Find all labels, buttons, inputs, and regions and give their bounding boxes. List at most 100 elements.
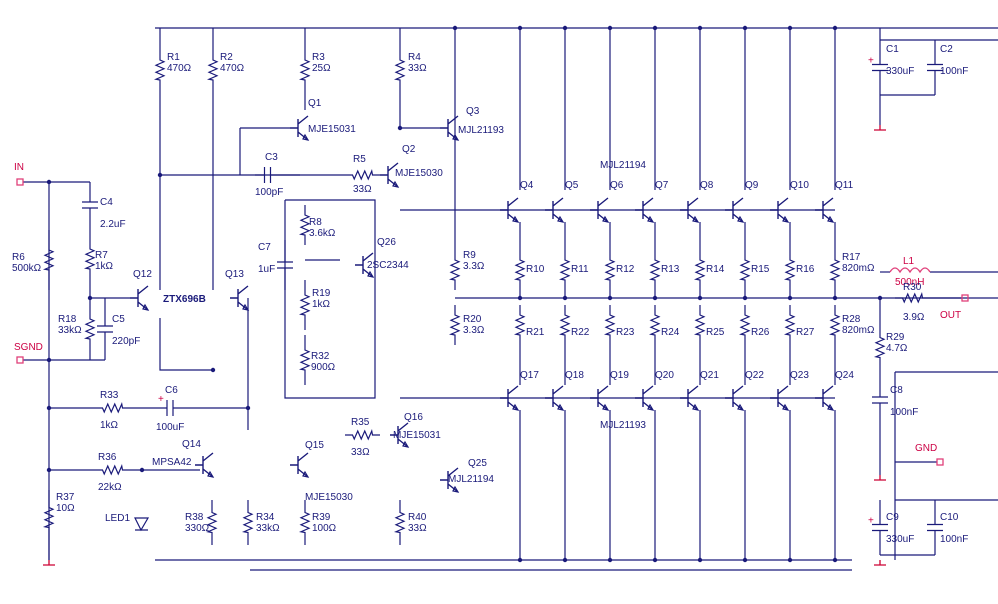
transistor-q20	[635, 385, 654, 411]
label-r28: R28	[842, 314, 861, 325]
resistor-r30	[895, 291, 930, 304]
label-r27: R27	[796, 327, 815, 338]
value-r19: 1kΩ	[312, 299, 331, 310]
value-l1: 500nH	[895, 277, 924, 288]
label-l1: L1	[903, 256, 915, 267]
wire	[399, 90, 440, 129]
label-q6: Q6	[610, 180, 624, 191]
emitter-arrow	[557, 215, 565, 223]
transistor-q26	[355, 252, 374, 278]
emitter-arrow	[512, 215, 520, 223]
emitter-arrow	[402, 440, 410, 448]
label-c8: C8	[890, 385, 903, 396]
value-q1: MJE15031	[308, 124, 356, 135]
label-q25: Q25	[468, 458, 487, 469]
emitter-arrow	[827, 403, 835, 411]
label-q26: Q26	[377, 237, 396, 248]
junction-dot	[697, 295, 703, 301]
emitter-arrow	[782, 215, 790, 223]
junction-dot	[742, 557, 748, 563]
resistor-r24	[648, 305, 661, 345]
emitter-arrow	[602, 403, 610, 411]
label-q14: Q14	[182, 439, 201, 450]
resistor-r8	[298, 205, 311, 245]
transistor-q24	[815, 385, 834, 411]
emitter-arrow	[692, 403, 700, 411]
value-r36: 22kΩ	[98, 482, 122, 493]
in-port	[16, 178, 24, 186]
emitter-arrow	[452, 133, 460, 141]
junction-dot	[652, 295, 658, 301]
label-q15: Q15	[305, 440, 324, 451]
wire	[23, 181, 50, 560]
label-c4: C4	[100, 197, 113, 208]
resistor-r7	[83, 228, 96, 290]
resistor-r23	[603, 305, 616, 345]
resistor-r37	[42, 490, 55, 545]
value-r5: 33Ω	[353, 184, 372, 195]
value-c8: 100nF	[890, 407, 918, 418]
label-q24: Q24	[835, 370, 854, 381]
resistor-r22	[558, 305, 571, 345]
resistor-r28	[828, 305, 841, 345]
led-symbol	[134, 517, 150, 532]
transistor-q5	[545, 197, 564, 223]
label-q16: Q16	[404, 412, 423, 423]
label-r4: R4	[408, 52, 421, 63]
value-c10: 100nF	[940, 534, 968, 545]
emitter-arrow	[207, 470, 215, 478]
resistor-r12	[603, 250, 616, 290]
label-r3: R3	[312, 52, 325, 63]
label-q12: Q12	[133, 269, 152, 280]
transistor-q25	[440, 467, 459, 493]
transistor-q19	[590, 385, 609, 411]
emitter-arrow	[142, 303, 150, 311]
label-r36: R36	[98, 452, 117, 463]
transistor-q18	[545, 385, 564, 411]
capacitor-c9	[872, 500, 888, 555]
sgnd-label: SGND	[14, 342, 43, 353]
junction-dot	[517, 25, 523, 31]
label-r16: R16	[796, 264, 815, 275]
transistor-q2	[380, 162, 399, 188]
value-c7: 1uF	[258, 264, 275, 275]
value-r39: 100Ω	[312, 523, 337, 534]
value-r1: 470Ω	[167, 63, 192, 74]
resistor-r5	[345, 168, 380, 181]
resistor-r9	[448, 250, 461, 290]
wire	[284, 199, 376, 399]
capacitor-c7	[277, 240, 293, 290]
junction-dot	[607, 295, 613, 301]
emitter-arrow	[367, 270, 375, 278]
value-r17: 820mΩ	[842, 263, 875, 274]
label-r21: R21	[526, 327, 545, 338]
emitter-arrow	[302, 470, 310, 478]
transistor-q7	[635, 197, 654, 223]
value-r32: 900Ω	[311, 362, 336, 373]
capacitor-c2	[927, 40, 943, 95]
value-r4: 33Ω	[408, 63, 427, 74]
capacitor-c10	[927, 500, 943, 555]
label-q21: Q21	[700, 370, 719, 381]
resistor-r21	[513, 305, 526, 345]
resistor-r34	[241, 500, 254, 545]
label-r40: R40	[408, 512, 427, 523]
label-c1: C1	[886, 44, 899, 55]
value-r2: 470Ω	[220, 63, 245, 74]
transistor-q1	[290, 115, 309, 141]
label-r24: R24	[661, 327, 680, 338]
value-q2: MJE15030	[395, 168, 443, 179]
bottom-bank-part: MJL21193	[600, 420, 646, 431]
label-q22: Q22	[745, 370, 764, 381]
junction-dot	[652, 25, 658, 31]
wire	[89, 290, 130, 299]
junction-dot	[562, 295, 568, 301]
resistor-r2	[206, 50, 219, 90]
label-c5: C5	[112, 314, 125, 325]
junction-dot	[46, 405, 52, 411]
emitter-arrow	[827, 215, 835, 223]
transistor-q6	[590, 197, 609, 223]
resistor-r33	[95, 401, 130, 414]
label-q11: Q11	[835, 180, 854, 191]
out-port	[961, 294, 969, 302]
